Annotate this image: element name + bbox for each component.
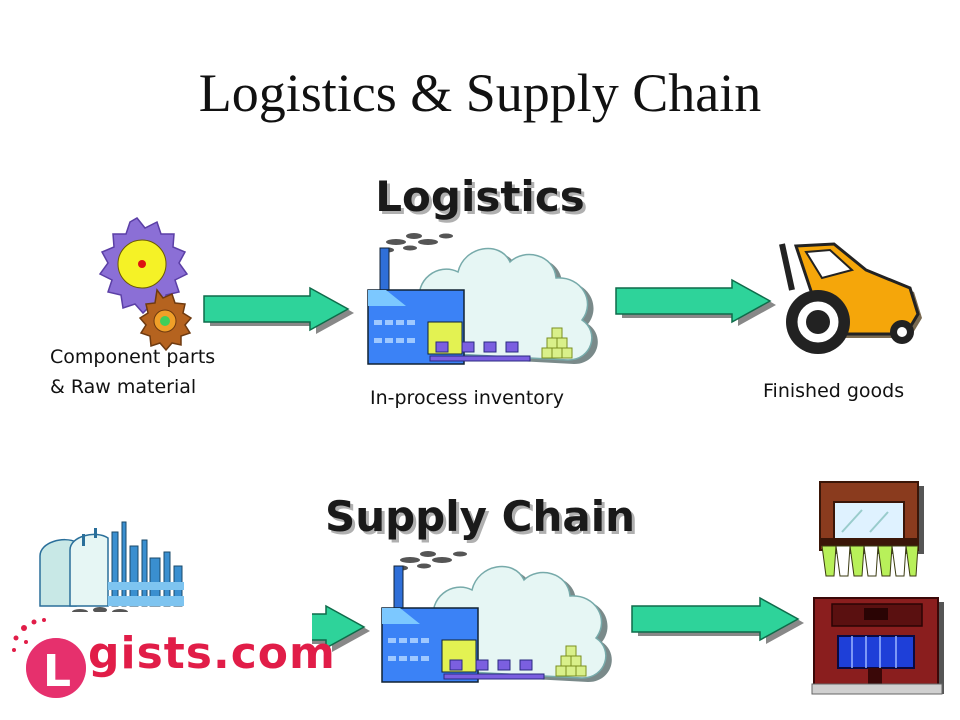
logo-mark-icon: L (12, 618, 86, 698)
factory-icon (367, 233, 598, 365)
component-label-line1: Component parts (50, 346, 216, 368)
small-gear-icon (138, 288, 193, 352)
smoke-icon (382, 233, 453, 253)
supply-chain-heading: Supply Chain (324, 492, 636, 541)
in-process-inventory-label: In-process inventory (370, 387, 564, 409)
refinery-icon (39, 521, 184, 607)
logistics-heading: Logistics (375, 172, 585, 221)
arrow-to-factory-icon (203, 286, 354, 334)
logo-letter: L (43, 646, 71, 697)
arrow-to-stores-icon (631, 596, 804, 644)
store-building-icon (811, 597, 944, 695)
crates-icon (541, 327, 573, 359)
arrow-to-tractor-icon (615, 278, 776, 326)
store-awning-icon (819, 481, 924, 577)
slide-title: Logistics & Supply Chain (198, 63, 762, 123)
large-gear-icon (98, 217, 189, 315)
gears-icon (98, 217, 193, 352)
factory-2-icon (381, 551, 612, 683)
tractor-icon (779, 242, 922, 354)
logo-text: gists.com (88, 628, 336, 679)
finished-goods-label: Finished goods (763, 380, 905, 402)
component-label-line2: & Raw material (50, 376, 197, 398)
component-parts-label: Component parts & Raw material (50, 342, 215, 402)
